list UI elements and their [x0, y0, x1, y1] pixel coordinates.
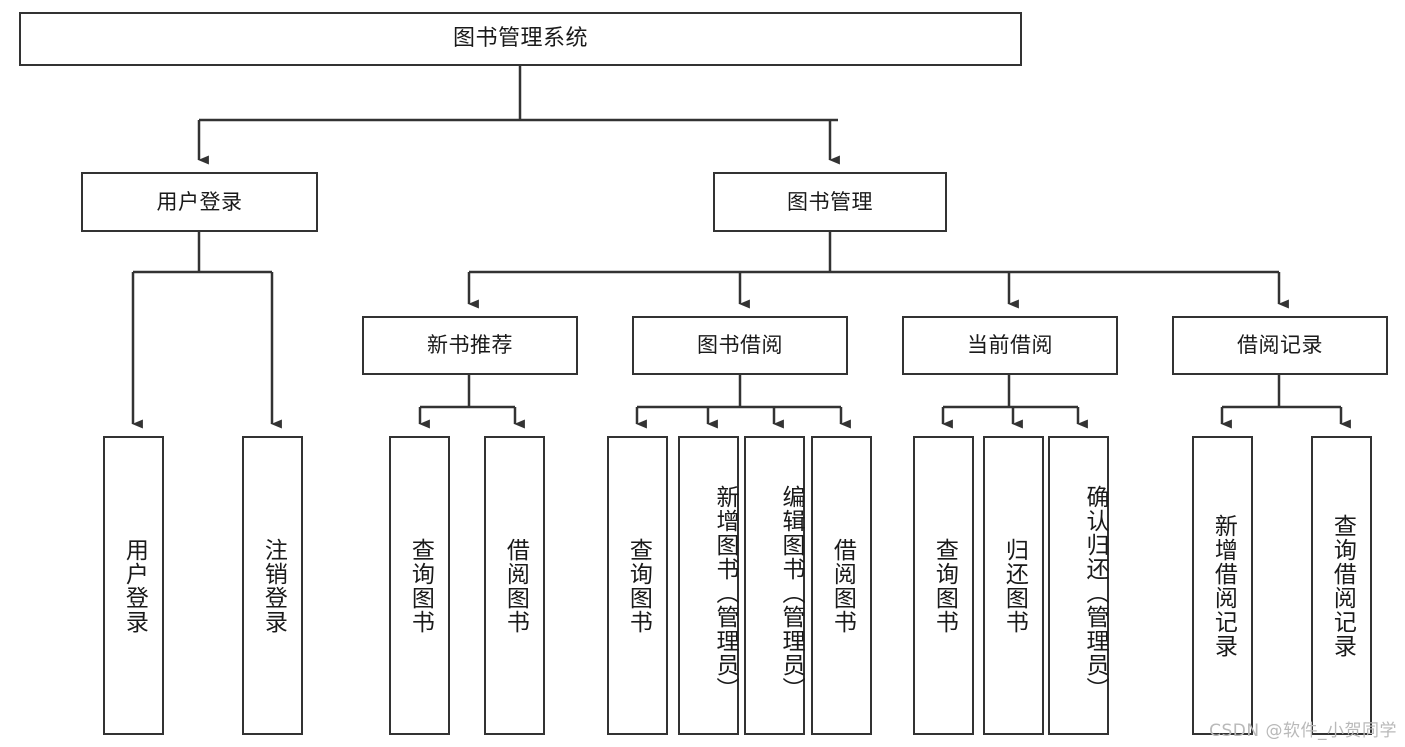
node-book-borrow[interactable]: 图书借阅	[632, 316, 848, 375]
node-leaf-borrow-book-1-label: 借阅图书	[502, 537, 529, 634]
node-leaf-user-login[interactable]: 用户登录	[103, 436, 164, 735]
node-leaf-query-book-1-label: 查询图书	[407, 537, 434, 634]
node-leaf-query-book-3[interactable]: 查询图书	[913, 436, 974, 735]
node-leaf-query-book-3-label: 查询图书	[931, 537, 958, 634]
node-root[interactable]: 图书管理系统	[19, 12, 1022, 66]
node-leaf-borrow-book-1[interactable]: 借阅图书	[484, 436, 545, 735]
node-user-login[interactable]: 用户登录	[81, 172, 318, 232]
node-leaf-return-book-label: 归还图书	[1001, 537, 1028, 634]
node-leaf-confirm-return[interactable]: 确认归还（管理员）	[1048, 436, 1109, 735]
node-leaf-query-book-2-label: 查询图书	[625, 537, 652, 634]
node-current-borrow-label: 当前借阅	[967, 333, 1053, 358]
node-leaf-borrow-book-2[interactable]: 借阅图书	[811, 436, 872, 735]
node-leaf-add-record[interactable]: 新增借阅记录	[1192, 436, 1253, 735]
node-user-login-label: 用户登录	[156, 189, 243, 214]
node-leaf-query-book-2[interactable]: 查询图书	[607, 436, 668, 735]
node-book-borrow-label: 图书借阅	[697, 333, 783, 358]
node-leaf-edit-book-label: 编辑图书（管理员）	[778, 484, 804, 701]
node-leaf-add-book-label: 新增图书（管理员）	[712, 484, 738, 701]
node-leaf-borrow-book-2-label: 借阅图书	[829, 537, 856, 634]
node-book-manage-label: 图书管理	[787, 189, 873, 214]
node-leaf-query-record[interactable]: 查询借阅记录	[1311, 436, 1372, 735]
node-leaf-query-book-1[interactable]: 查询图书	[389, 436, 450, 735]
node-leaf-edit-book[interactable]: 编辑图书（管理员）	[744, 436, 805, 735]
node-leaf-add-book[interactable]: 新增图书（管理员）	[678, 436, 739, 735]
node-leaf-query-record-label: 查询借阅记录	[1329, 513, 1356, 658]
node-leaf-user-login-label: 用户登录	[121, 537, 148, 634]
node-root-label: 图书管理系统	[452, 26, 588, 52]
node-current-borrow[interactable]: 当前借阅	[902, 316, 1118, 375]
node-leaf-return-book[interactable]: 归还图书	[983, 436, 1044, 735]
node-book-manage[interactable]: 图书管理	[713, 172, 947, 232]
node-leaf-add-record-label: 新增借阅记录	[1210, 513, 1237, 658]
node-new-book-recommend-label: 新书推荐	[427, 333, 513, 358]
node-leaf-user-logout-label: 注销登录	[260, 537, 287, 634]
node-borrow-record-label: 借阅记录	[1237, 333, 1323, 358]
node-borrow-record[interactable]: 借阅记录	[1172, 316, 1388, 375]
node-leaf-confirm-return-label: 确认归还（管理员）	[1082, 484, 1108, 701]
node-new-book-recommend[interactable]: 新书推荐	[362, 316, 578, 375]
node-leaf-user-logout[interactable]: 注销登录	[242, 436, 303, 735]
